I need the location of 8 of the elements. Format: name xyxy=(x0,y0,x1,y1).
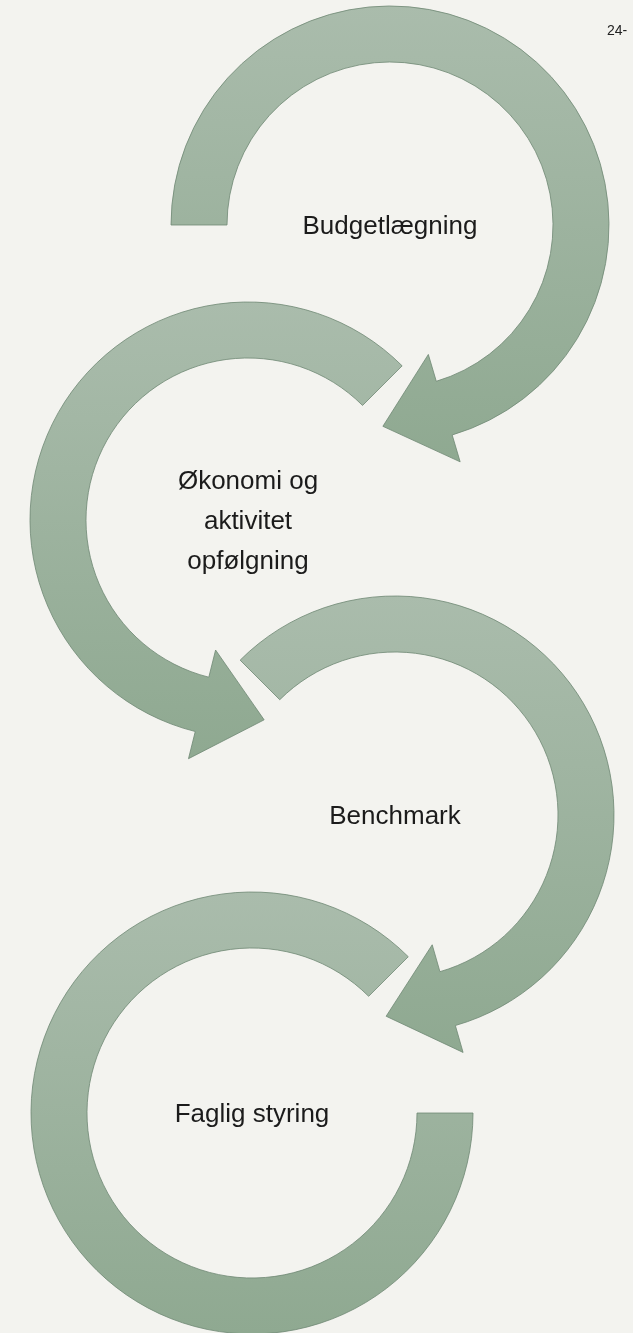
step-label: Benchmark xyxy=(328,799,462,832)
page-number: 24- xyxy=(607,22,628,38)
step-label: Faglig styring xyxy=(173,1097,331,1130)
step-label: Økonomi og aktivitet opfølgning xyxy=(176,464,320,577)
circular-arrow xyxy=(239,595,615,1053)
circular-arrow xyxy=(170,5,610,463)
circular-arrow xyxy=(29,301,403,760)
step-label: Budgetlægning xyxy=(301,209,479,242)
